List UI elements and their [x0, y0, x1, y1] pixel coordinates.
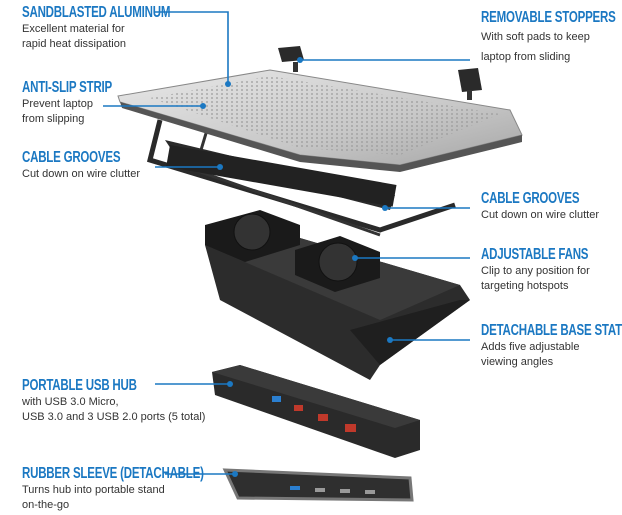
callout-adjustable-fans: ADJUSTABLE FANS Clip to any position for… — [481, 246, 622, 293]
callout-desc: rapid heat dissipation — [22, 37, 126, 50]
callout-desc: With soft pads to keep — [481, 31, 590, 43]
aluminum-plate — [117, 69, 523, 172]
callout-cable-grooves-right: CABLE GROOVES Cut down on wire clutter — [481, 190, 618, 223]
callout-title: PORTABLE USB HUB — [22, 377, 137, 394]
callout-title: ADJUSTABLE FANS — [481, 246, 589, 263]
callout-anti-slip-strip: ANTI-SLIP STRIP Prevent laptop from slip… — [22, 79, 147, 126]
rubber-sleeve — [222, 468, 414, 502]
callout-title: SANDBLASTED ALUMINUM — [22, 4, 171, 21]
callout-desc: laptop from sliding — [481, 51, 571, 63]
callout-desc: Turns hub into portable stand — [22, 484, 165, 496]
callout-desc: on-the-go — [22, 498, 70, 511]
callout-title: REMOVABLE STOPPERS — [481, 9, 616, 26]
callout-desc: targeting hotspots — [481, 279, 569, 292]
callout-title: RUBBER SLEEVE (DETACHABLE) — [22, 465, 204, 482]
callout-desc: Cut down on wire clutter — [22, 168, 140, 180]
callout-desc: Adds five adjustable — [481, 341, 580, 353]
callout-portable-usb-hub: PORTABLE USB HUB with USB 3.0 Micro, USB… — [22, 377, 205, 424]
callout-desc: Clip to any position for — [481, 265, 590, 277]
callout-removable-stoppers: REMOVABLE STOPPERS With soft pads to kee… — [481, 9, 622, 67]
stand-frame — [146, 119, 456, 237]
leader-dots — [200, 57, 393, 477]
callout-rubber-sleeve: RUBBER SLEEVE (DETACHABLE) Turns hub int… — [22, 465, 274, 512]
callout-desc: Prevent laptop — [22, 98, 93, 110]
callout-title: CABLE GROOVES — [481, 190, 580, 207]
callout-desc: USB 3.0 and 3 USB 2.0 ports (5 total) — [22, 410, 206, 423]
stoppers — [278, 46, 482, 100]
callout-desc: Excellent material for — [22, 23, 125, 35]
callout-detachable-base-station: DETACHABLE BASE STATION Adds five adjust… — [481, 322, 622, 369]
callout-desc: Cut down on wire clutter — [481, 209, 599, 221]
callout-desc: viewing angles — [481, 355, 554, 368]
fans — [205, 210, 380, 292]
callout-title: ANTI-SLIP STRIP — [22, 79, 112, 96]
callout-desc: from slipping — [22, 112, 85, 125]
leader-lines — [103, 11, 470, 475]
callout-sandblasted-aluminum: SANDBLASTED ALUMINUM Excellent material … — [22, 4, 228, 51]
usb-hub — [212, 365, 420, 458]
callout-title: DETACHABLE BASE STATION — [481, 322, 622, 339]
callout-desc: with USB 3.0 Micro, — [22, 396, 119, 408]
callout-title: CABLE GROOVES — [22, 149, 121, 166]
callout-cable-grooves-left: CABLE GROOVES Cut down on wire clutter — [22, 149, 159, 182]
